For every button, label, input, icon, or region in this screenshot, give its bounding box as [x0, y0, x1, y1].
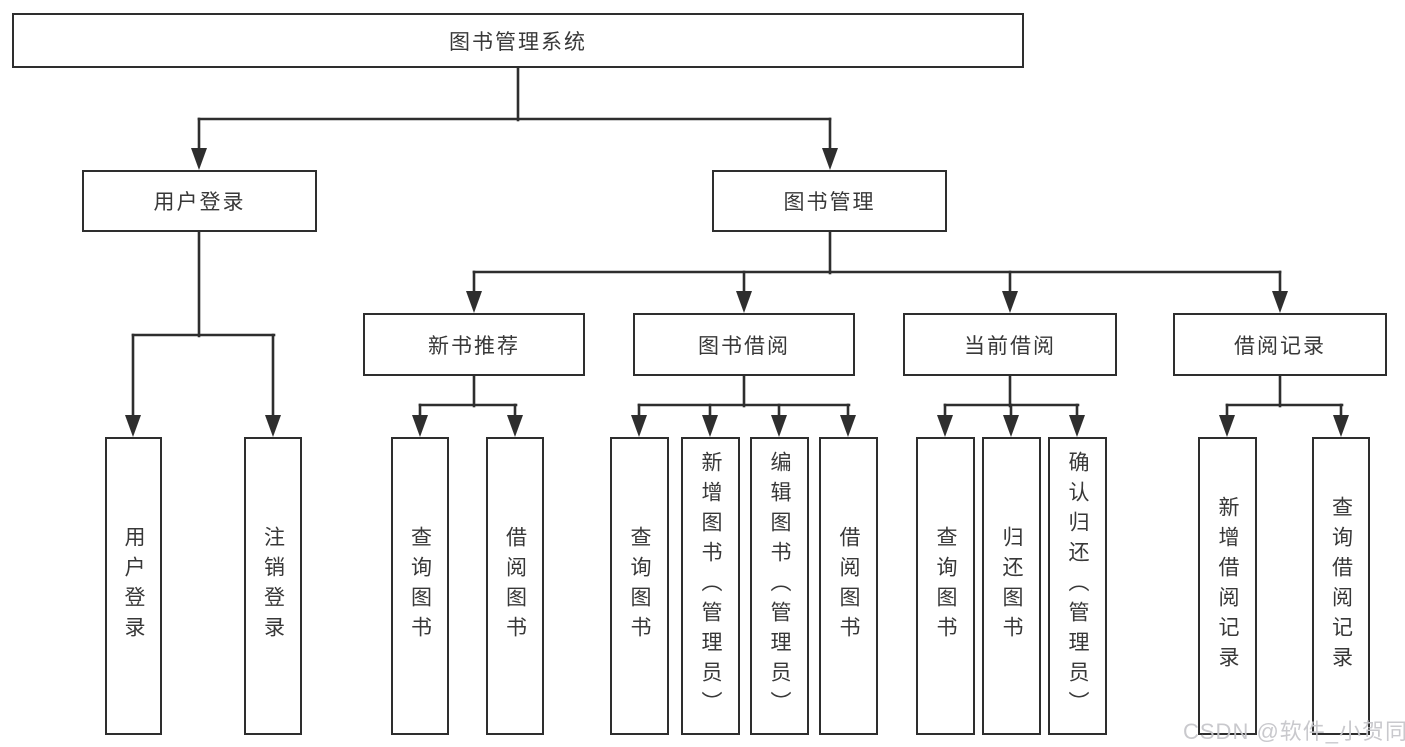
csdn-watermark: CSDN @软件_小贺同学 — [1183, 719, 1405, 744]
leaf-add-books-admin: 新增图书（管理员） — [681, 437, 740, 735]
node-library-management-system: 图书管理系统 — [12, 13, 1024, 68]
leaf-user-login: 用户登录 — [105, 437, 162, 735]
leaf-logout: 注销登录 — [244, 437, 302, 735]
node-book-borrowing: 图书借阅 — [633, 313, 855, 376]
leaf-query-books-borrowing: 查询图书 — [610, 437, 669, 735]
node-user-login: 用户登录 — [82, 170, 317, 232]
node-new-book-recommend: 新书推荐 — [363, 313, 585, 376]
node-book-management: 图书管理 — [712, 170, 947, 232]
leaf-add-borrow-record: 新增借阅记录 — [1198, 437, 1257, 735]
leaf-query-books-current: 查询图书 — [916, 437, 975, 735]
leaf-return-books: 归还图书 — [982, 437, 1041, 735]
leaf-query-books-recommend: 查询图书 — [391, 437, 449, 735]
node-borrowing-records: 借阅记录 — [1173, 313, 1387, 376]
leaf-query-borrow-record: 查询借阅记录 — [1312, 437, 1370, 735]
leaf-confirm-return-admin: 确认归还（管理员） — [1048, 437, 1107, 735]
leaf-edit-books-admin: 编辑图书（管理员） — [750, 437, 809, 735]
leaf-borrow-books-recommend: 借阅图书 — [486, 437, 544, 735]
node-current-borrowing: 当前借阅 — [903, 313, 1117, 376]
leaf-borrow-books: 借阅图书 — [819, 437, 878, 735]
